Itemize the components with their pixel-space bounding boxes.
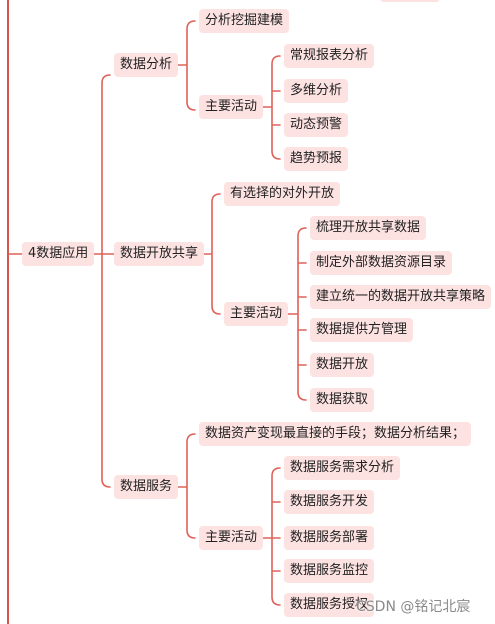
root-node[interactable]: 4数据应用	[22, 242, 95, 266]
sharing-activity-1[interactable]: 梳理开放共享数据	[310, 216, 427, 240]
connector-analysis-activities	[259, 55, 281, 160]
analysis-activity-2[interactable]: 多维分析	[284, 79, 349, 103]
branch-analysis[interactable]: 数据分析	[114, 53, 179, 77]
service-activity-2[interactable]: 数据服务开发	[284, 490, 375, 514]
sharing-activity-4[interactable]: 数据提供方管理	[310, 318, 414, 342]
analysis-activity-4[interactable]: 趋势预报	[284, 147, 349, 171]
sharing-activity-3[interactable]: 建立统一的数据开放共享策略	[310, 285, 492, 309]
connector-service-activities	[259, 467, 281, 606]
branch-sharing[interactable]: 数据开放共享	[114, 242, 205, 266]
service-activity-1[interactable]: 数据服务需求分析	[284, 456, 401, 480]
sharing-main-activities[interactable]: 主要活动	[224, 302, 289, 326]
analysis-activity-1[interactable]: 常规报表分析	[284, 44, 375, 68]
service-main-activities[interactable]: 主要活动	[199, 526, 264, 550]
analysis-main-activities[interactable]: 主要活动	[199, 95, 264, 119]
connector-service	[175, 433, 196, 539]
watermark-text: CSDN @铭记北宸	[356, 599, 471, 615]
connector-sharing	[203, 193, 221, 315]
connector-root-branches	[89, 74, 115, 488]
analysis-mining-node[interactable]: 分析挖掘建模	[199, 9, 290, 33]
sharing-activity-6[interactable]: 数据获取	[310, 388, 375, 412]
sharing-activity-5[interactable]: 数据开放	[310, 353, 375, 377]
service-activity-4[interactable]: 数据服务监控	[284, 559, 375, 583]
service-desc-node[interactable]: 数据资产变现最直接的手段；数据分析结果；	[199, 422, 472, 446]
branch-service[interactable]: 数据服务	[114, 475, 179, 499]
analysis-activity-3[interactable]: 动态预警	[284, 113, 349, 137]
connector-sharing-activities	[285, 227, 307, 401]
sharing-selective-node[interactable]: 有选择的对外开放	[224, 182, 341, 206]
service-activity-3[interactable]: 数据服务部署	[284, 526, 375, 550]
sharing-activity-2[interactable]: 制定外部数据资源目录	[310, 251, 453, 275]
offscreen-node-fragment	[380, 0, 440, 2]
service-activity-5[interactable]: 数据服务授权	[284, 593, 375, 617]
